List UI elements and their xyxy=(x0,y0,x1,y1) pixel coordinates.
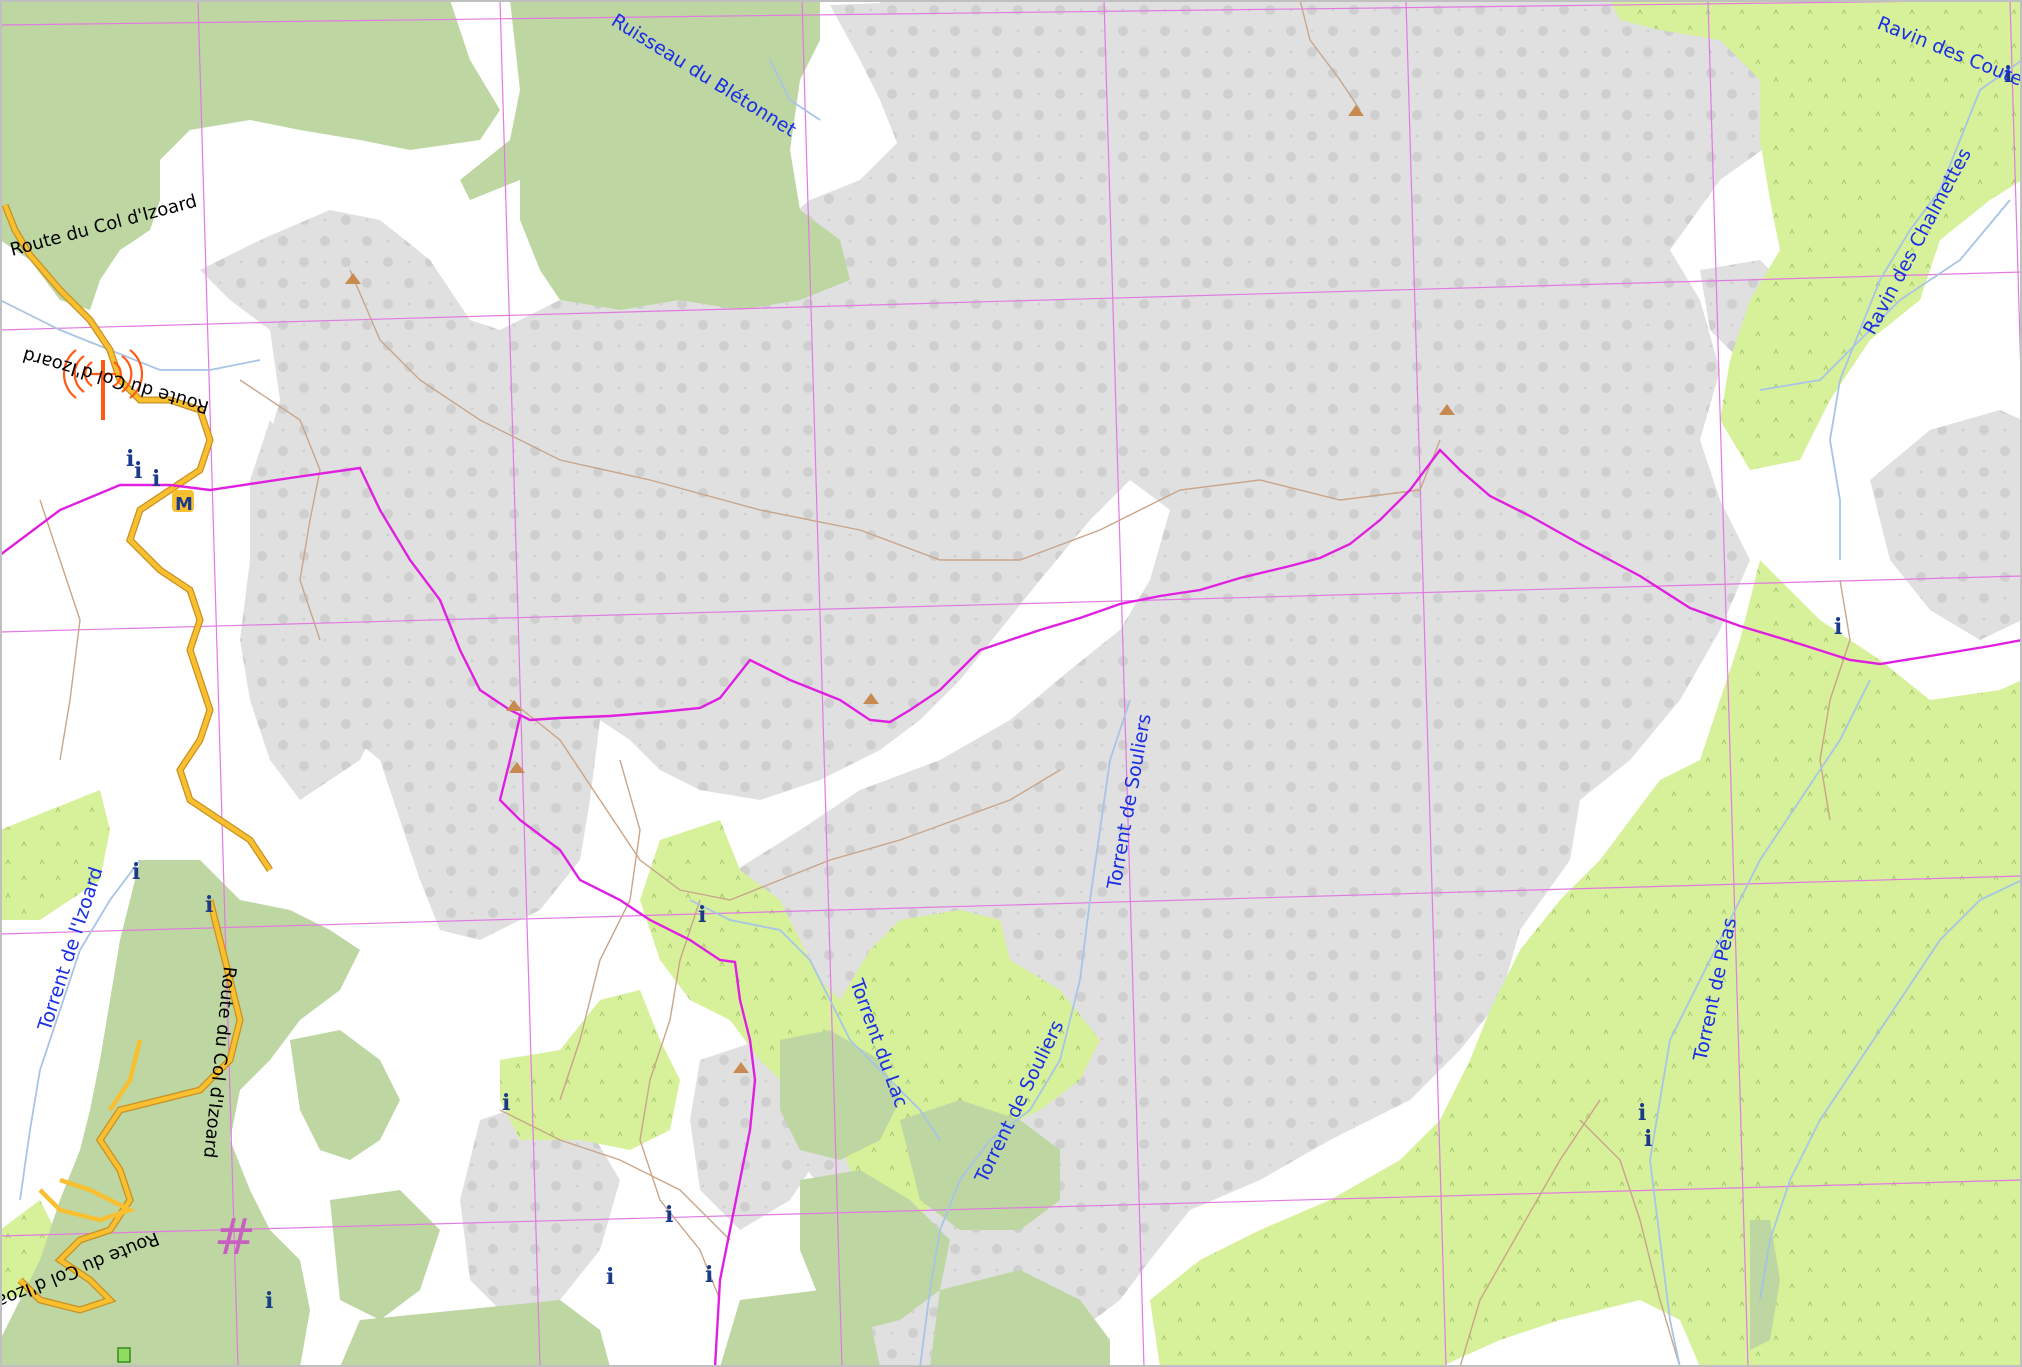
antenna-wave-right-3 xyxy=(129,349,144,399)
info-icon[interactable]: i xyxy=(134,458,142,484)
forest-south-mid xyxy=(780,1030,900,1160)
meadow-south-center xyxy=(500,990,680,1150)
info-icon[interactable]: i xyxy=(1638,1100,1646,1126)
stream-peas xyxy=(1649,679,1871,1367)
meadow-east-large xyxy=(1150,560,2022,1367)
info-icon[interactable]: i xyxy=(665,1202,673,1228)
grid-v-2 xyxy=(499,0,541,1367)
peaks xyxy=(345,105,1455,1073)
metro-icon-glyph: M xyxy=(175,494,193,515)
hiking-route-main[interactable] xyxy=(0,448,2022,724)
grid-v-5 xyxy=(1405,0,1447,1367)
grid-h-4 xyxy=(0,875,2022,935)
road-north[interactable] xyxy=(2,204,272,872)
streams xyxy=(0,59,2022,1367)
forest-east-small xyxy=(1750,1220,1780,1350)
peak-marker[interactable] xyxy=(506,700,522,711)
info-icon[interactable]: i xyxy=(606,1264,614,1290)
metro-icon-bg xyxy=(172,490,194,512)
info-icon[interactable]: i xyxy=(152,466,160,492)
footpath-4 xyxy=(729,769,1061,901)
rock-area-central xyxy=(200,0,1790,1367)
stream-souliers xyxy=(919,699,1131,1367)
stream-bletonnet xyxy=(769,59,821,121)
road-south[interactable] xyxy=(18,899,243,1313)
info-icon[interactable]: i xyxy=(705,1262,713,1288)
rock-area-east xyxy=(1870,410,2022,640)
info-icon[interactable]: i xyxy=(1834,614,1842,640)
road-loop-west[interactable] xyxy=(108,1039,143,1112)
footpath-5 xyxy=(639,899,721,1301)
rock-area-lower-left xyxy=(460,1100,620,1320)
peak-marker[interactable] xyxy=(733,1062,749,1073)
info-icon[interactable]: i xyxy=(205,892,213,918)
grid-h-5 xyxy=(0,1179,2022,1237)
peak-marker[interactable] xyxy=(1439,404,1455,415)
antenna-wave-right-1 xyxy=(113,361,122,387)
footpath-9 xyxy=(239,379,321,641)
poi-marker-green[interactable] xyxy=(117,1347,131,1363)
meadow-west xyxy=(0,790,110,920)
forest-south-right xyxy=(930,1270,1110,1367)
antenna-wave-right-2 xyxy=(121,355,133,393)
info-icons: i i i i i i i i i i i i i i i xyxy=(126,62,2012,1314)
info-icon[interactable]: i xyxy=(132,859,140,885)
hash-symbol[interactable]: # xyxy=(214,1208,256,1266)
info-icon[interactable]: i xyxy=(1644,1126,1652,1152)
grid-h-1 xyxy=(0,0,2022,26)
antenna-icon[interactable] xyxy=(62,349,144,420)
grid-h-3 xyxy=(0,575,2022,633)
forest-north-west xyxy=(0,0,500,310)
info-icon[interactable]: i xyxy=(698,902,706,928)
footpath-12 xyxy=(1819,579,1851,821)
forest-south-mid-4 xyxy=(900,1100,1060,1230)
info-icon[interactable]: i xyxy=(2004,62,2012,88)
peak-marker[interactable] xyxy=(863,693,879,704)
footpath-7 xyxy=(499,1109,731,1241)
antenna-wave-left-1 xyxy=(84,361,93,387)
footpath-2 xyxy=(1299,0,1361,111)
antenna-wave-left-2 xyxy=(73,355,85,393)
footpath-3 xyxy=(509,699,731,901)
footpath-1 xyxy=(349,269,1441,561)
stream-chalmettes xyxy=(1759,199,2011,391)
info-icon[interactable]: i xyxy=(126,446,134,472)
grid-h-2 xyxy=(0,271,2022,331)
stream-peas-2 xyxy=(1759,879,2022,1301)
footpath-10 xyxy=(1579,1119,1681,1367)
info-icon[interactable]: i xyxy=(502,1090,510,1116)
stream-north-west xyxy=(0,299,261,371)
footpath-8 xyxy=(39,499,81,761)
footpath-11 xyxy=(1459,1099,1601,1367)
peak-marker[interactable] xyxy=(1348,105,1364,116)
info-icon[interactable]: i xyxy=(265,1288,273,1314)
forest-south-west-3 xyxy=(330,1190,440,1320)
antenna-wave-left-3 xyxy=(62,349,77,399)
grid-v-6 xyxy=(1707,0,1749,1367)
footpaths xyxy=(39,0,1851,1367)
metro-icon[interactable]: M xyxy=(172,490,194,515)
meadow-north-east xyxy=(1610,0,2022,470)
road-hairpin-sw[interactable] xyxy=(38,1177,136,1223)
forest-south-west-2 xyxy=(290,1030,400,1160)
hiking-route-branch[interactable] xyxy=(498,715,757,1367)
forest-south-center xyxy=(340,1300,610,1367)
grid-v-4 xyxy=(1103,0,1145,1367)
grid-v-1 xyxy=(197,0,239,1367)
forest-north-center xyxy=(460,0,850,310)
stream-lac xyxy=(689,899,941,1141)
stream-izoard xyxy=(19,859,141,1201)
roads xyxy=(1,203,273,1314)
peak-marker[interactable] xyxy=(345,273,361,284)
grid-v-3 xyxy=(801,0,843,1367)
rock-area-north-bowl xyxy=(830,0,1260,250)
peak-marker[interactable] xyxy=(509,762,525,773)
footpath-6 xyxy=(559,759,641,1101)
stream-couters xyxy=(1829,59,2022,560)
